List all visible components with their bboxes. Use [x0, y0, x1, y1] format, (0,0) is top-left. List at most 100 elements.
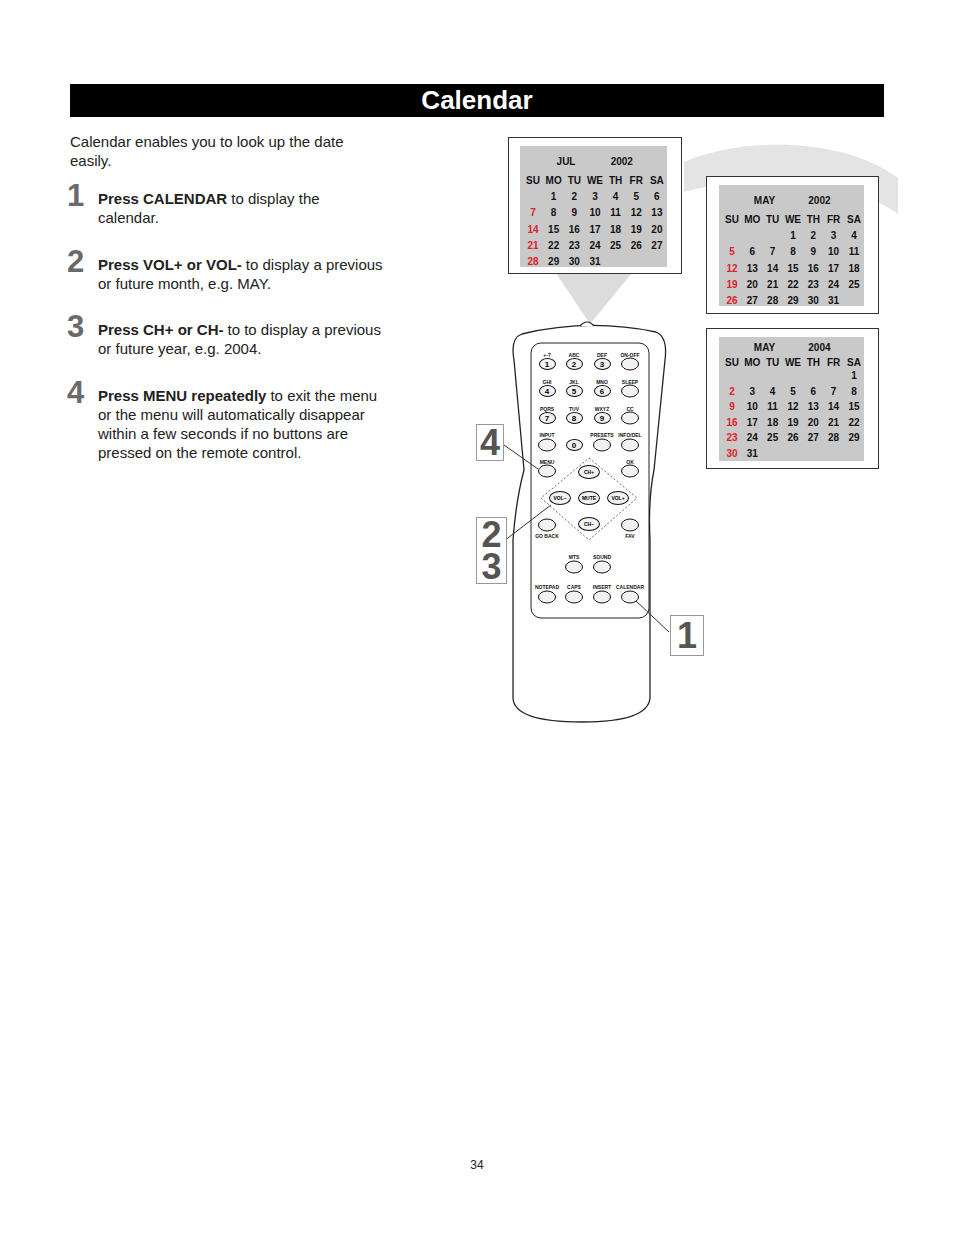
calendar-day: 29: [548, 256, 559, 267]
button-text: 0: [572, 441, 576, 450]
calendar-day: 20: [808, 417, 819, 428]
weekday-name: TU: [766, 357, 779, 368]
step-text: Press CALENDARto display the calendar.: [98, 189, 383, 227]
button-label: GO BACK: [535, 533, 559, 539]
calendar-day: 16: [569, 224, 580, 235]
weekday-name: SA: [847, 357, 861, 368]
calendar-day: 27: [808, 432, 819, 443]
weekday-name: MO: [744, 357, 760, 368]
calendar-day: 1: [851, 370, 857, 381]
button-label: CAPS: [567, 584, 581, 590]
plain-buttons: [539, 358, 639, 603]
button-text: 6: [600, 387, 604, 396]
calendar-day: 22: [848, 417, 859, 428]
calendar-day: 17: [828, 263, 839, 274]
remote-button: 9: [594, 412, 611, 424]
calendar-day: 2: [572, 191, 578, 202]
button-text: VOL–: [553, 495, 566, 501]
calendar-day: 30: [726, 448, 737, 459]
callout-box: 23: [476, 517, 507, 584]
calendar-day: 8: [851, 386, 857, 397]
calendar-day: 14: [828, 401, 839, 412]
remote-button: MUTE: [578, 491, 600, 505]
calendar-day: 6: [654, 191, 660, 202]
weekday-name: WE: [587, 175, 603, 186]
calendar-heading: MAY: [754, 342, 775, 353]
calendar-day: 17: [747, 417, 758, 428]
calendar-day: 29: [787, 295, 798, 306]
calendar-day: 20: [651, 224, 662, 235]
page-number: 34: [457, 1158, 497, 1172]
calendar-day: 23: [808, 279, 819, 290]
calendar-day: 4: [613, 191, 619, 202]
calendar-day: 25: [767, 432, 778, 443]
calendar-day: 3: [831, 230, 837, 241]
calendar-day: 21: [828, 417, 839, 428]
intro-text: Calendar enables you to look up the date…: [70, 132, 360, 170]
calendar-day: 13: [808, 401, 819, 412]
remote-button: VOL+: [607, 491, 629, 505]
calendar-day: 12: [631, 207, 642, 218]
calendar-day: 25: [610, 240, 621, 251]
calendar-display: MAY2002SUMOTUWETHFRSA1234567891011121314…: [719, 185, 864, 306]
button-text: MUTE: [582, 495, 596, 501]
remote-button: 1: [539, 358, 556, 370]
button-text: 1: [545, 360, 549, 369]
calendar-day: 15: [848, 401, 859, 412]
calendar-day: 2: [729, 386, 735, 397]
calendar-day: 25: [848, 279, 859, 290]
step-action: Press CALENDAR: [98, 190, 227, 207]
callout-box: 1: [670, 615, 704, 656]
button-text: 2: [572, 360, 576, 369]
calendar-day: 19: [726, 279, 737, 290]
button-label: MTS: [569, 554, 580, 560]
remote-button: CH–: [578, 517, 600, 531]
callout-number: 2: [481, 519, 501, 551]
calendar-day: 27: [747, 295, 758, 306]
weekday-name: SU: [725, 357, 739, 368]
page-title: Calendar: [70, 84, 884, 117]
button-label: ON-OFF: [620, 352, 639, 358]
button-text: 7: [545, 414, 549, 423]
calendar-day: 18: [848, 263, 859, 274]
calendar-day: 31: [747, 448, 758, 459]
calendar-display: JUL2002SUMOTUWETHFRSA1234567891011121314…: [520, 146, 667, 267]
button-text: VOL+: [611, 495, 624, 501]
calendar-day: 15: [548, 224, 559, 235]
calendar-day: 22: [787, 279, 798, 290]
calendar-day: 11: [849, 246, 860, 257]
button-label: CALENDAR: [616, 584, 644, 590]
weekday-name: SU: [725, 214, 739, 225]
calendar-day: 9: [572, 207, 578, 218]
calendar-day: 18: [767, 417, 778, 428]
calendar-day: 16: [726, 417, 737, 428]
calendar-day: 17: [589, 224, 600, 235]
button-label: MENU: [540, 459, 555, 465]
calendar-day: 6: [750, 246, 756, 257]
button-label: SLEEP: [622, 379, 638, 385]
calendar-day: 7: [770, 246, 776, 257]
calendar-day: 10: [828, 246, 839, 257]
calendar-day: 31: [828, 295, 839, 306]
calendar-day: 14: [767, 263, 778, 274]
weekday-name: WE: [785, 357, 801, 368]
step-action: Press CH+ or CH-: [98, 321, 223, 338]
step-number: 2: [67, 246, 84, 278]
calendar-day: 20: [747, 279, 758, 290]
remote-button: 2: [566, 358, 583, 370]
calendar-day: 1: [551, 191, 557, 202]
calendar-day: 9: [811, 246, 817, 257]
calendar-day: 11: [767, 401, 778, 412]
button-label: PRESETS: [590, 432, 613, 438]
button-text: 5: [572, 387, 576, 396]
button-label: INPUT: [540, 432, 555, 438]
calendar-day: 5: [729, 246, 735, 257]
calendar-day: 13: [747, 263, 758, 274]
calendar-day: 18: [610, 224, 621, 235]
calendar-day: 23: [569, 240, 580, 251]
callout-number: 3: [481, 551, 501, 583]
calendar-day: 12: [787, 401, 798, 412]
calendar-day: 3: [592, 191, 598, 202]
calendar-day: 21: [527, 240, 538, 251]
calendar-day: 5: [633, 191, 639, 202]
